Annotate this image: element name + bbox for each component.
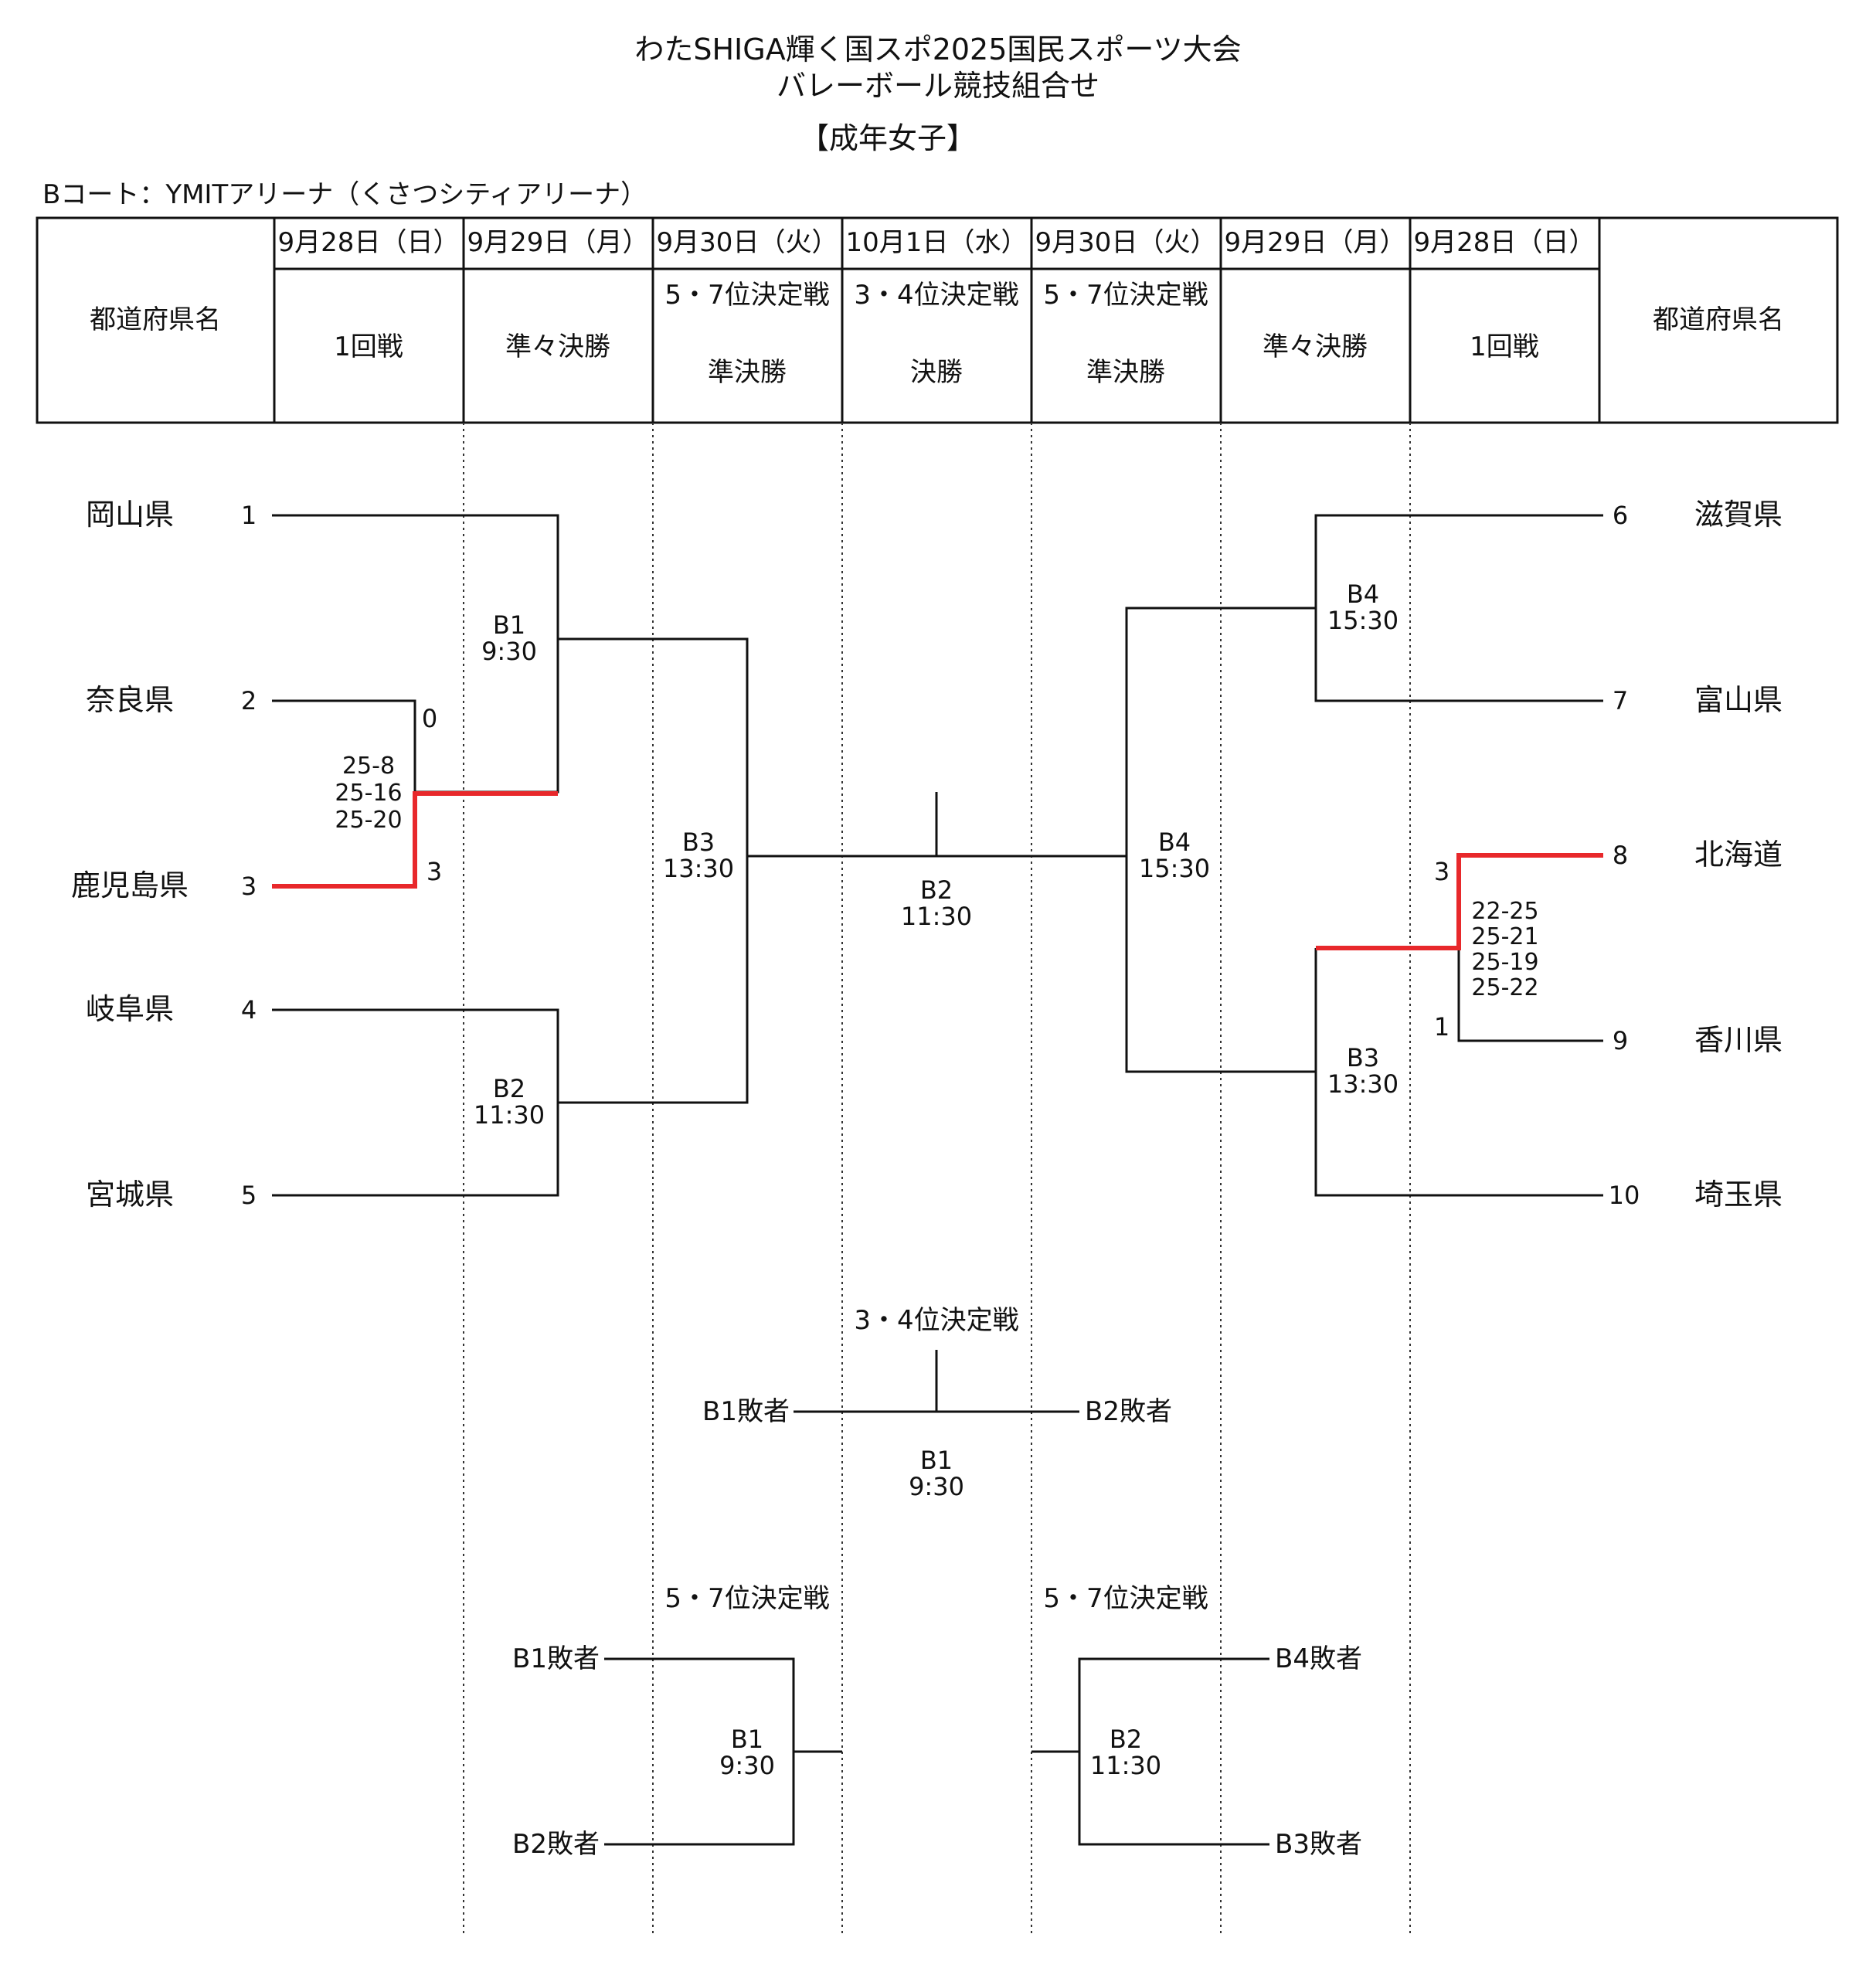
bracket-black-lines (272, 514, 1603, 1846)
left-r1-set-3: 25-20 (335, 807, 403, 834)
team-seed-left-4: 4 (240, 995, 257, 1025)
left-r1-set-1: 25-8 (342, 753, 396, 780)
match-sf-left-time: 13:30 (662, 854, 735, 883)
right-r1-set-3: 25-19 (1471, 949, 1539, 976)
match-qf-left-top-court: B1 (492, 610, 526, 640)
winner-lines (272, 791, 1603, 950)
team-seed-right-7: 7 (1612, 686, 1629, 715)
left-r1-bottom-sets: 3 (426, 857, 443, 886)
match-third-place-court: B1 (919, 1446, 953, 1475)
right-r1-set-2: 25-21 (1471, 923, 1539, 950)
round-col-7: 1回戦 (1470, 331, 1539, 362)
team-name-right-10: 埼玉県 (1694, 1178, 1783, 1212)
team-seed-right-8: 8 (1612, 841, 1629, 870)
round-col-2: 準々決勝 (505, 331, 610, 362)
team-seed-left-2: 2 (240, 686, 257, 715)
match-qf-right-top-court: B4 (1346, 579, 1380, 609)
match-qf-right-bottom-time: 13:30 (1327, 1069, 1399, 1099)
round-col-3b: 準決勝 (708, 357, 787, 388)
place57-left-entrant-bottom: B2敗者 (512, 1829, 600, 1860)
match-qf-left-top-time: 9:30 (481, 637, 537, 666)
team-name-right-9: 香川県 (1694, 1023, 1783, 1057)
category-title: 【成年女子】 (799, 121, 977, 155)
team-name-right-8: 北海道 (1694, 838, 1783, 872)
match-qf-right-top-time: 15:30 (1327, 606, 1399, 635)
match-qf-left-bottom-court: B2 (492, 1074, 526, 1103)
team-name-left-3: 鹿児島県 (70, 868, 189, 902)
date-col-4: 10月1日（水） (845, 227, 1028, 258)
right-r1-set-1: 22-25 (1471, 898, 1539, 925)
date-col-2: 9月29日（月） (467, 227, 649, 258)
match-place57-left-time: 9:30 (719, 1751, 775, 1780)
pref-header-right: 都道府県名 (1653, 304, 1784, 335)
round-col-5a: 5・7位決定戦 (1043, 280, 1208, 311)
round-col-5b: 準決勝 (1086, 357, 1165, 388)
place57-right-entrant-top: B4敗者 (1275, 1643, 1362, 1674)
third-place-left-entrant: B1敗者 (702, 1396, 790, 1427)
date-col-1: 9月28日（日） (277, 227, 460, 258)
place57-left-entrant-top: B1敗者 (512, 1643, 600, 1674)
match-final-time: 11:30 (900, 902, 973, 931)
date-col-3: 9月30日（火） (656, 227, 838, 258)
date-col-6: 9月29日（月） (1224, 227, 1406, 258)
team-seed-right-6: 6 (1612, 501, 1629, 530)
event-title: わたSHIGA輝く国スポ2025国民スポーツ大会 (634, 32, 1242, 66)
match-sf-right-time: 15:30 (1138, 854, 1211, 883)
round-col-6: 準々決勝 (1263, 331, 1368, 362)
header-table-frame (36, 216, 1839, 424)
team-seed-left-1: 1 (240, 501, 257, 530)
court-label: Bコート：YMITアリーナ（くさつシティアリーナ） (42, 179, 647, 210)
team-seed-right-9: 9 (1612, 1026, 1629, 1055)
right-r1-bottom-sets: 1 (1433, 1012, 1450, 1042)
date-col-5: 9月30日（火） (1035, 227, 1217, 258)
place57-right-entrant-bottom: B3敗者 (1275, 1829, 1362, 1860)
match-qf-right-bottom-court: B3 (1346, 1043, 1380, 1072)
place57-left-title: 5・7位決定戦 (664, 1583, 830, 1614)
left-r1-top-sets: 0 (421, 704, 438, 733)
round-col-4a: 3・4位決定戦 (854, 280, 1019, 311)
right-r1-top-sets: 3 (1433, 857, 1450, 886)
team-name-left-4: 岐阜県 (85, 992, 175, 1026)
third-place-title: 3・4位決定戦 (854, 1305, 1019, 1336)
round-col-1: 1回戦 (334, 331, 403, 362)
date-col-7: 9月28日（日） (1413, 227, 1596, 258)
match-third-place-time: 9:30 (909, 1472, 964, 1501)
team-name-right-6: 滋賀県 (1694, 498, 1783, 532)
team-seed-left-5: 5 (240, 1181, 257, 1210)
team-seed-left-3: 3 (240, 872, 257, 901)
round-col-4b: 決勝 (910, 357, 963, 388)
team-seed-right-10: 10 (1608, 1181, 1640, 1210)
match-sf-right-court: B4 (1157, 828, 1191, 857)
match-place57-right-court: B2 (1109, 1725, 1143, 1754)
round-separators (463, 423, 1411, 1936)
pref-header-left: 都道府県名 (90, 304, 221, 335)
right-r1-set-4: 25-22 (1471, 974, 1539, 1001)
event-subtitle: バレーボール競技組合せ (776, 69, 1100, 103)
place57-right-title: 5・7位決定戦 (1043, 1583, 1208, 1614)
team-name-left-2: 奈良県 (85, 683, 175, 717)
team-name-left-5: 宮城県 (85, 1178, 175, 1212)
round-col-3a: 5・7位決定戦 (664, 280, 830, 311)
team-name-left-1: 岡山県 (85, 498, 175, 532)
match-place57-left-court: B1 (730, 1725, 764, 1754)
third-place-right-entrant: B2敗者 (1085, 1396, 1172, 1427)
match-place57-right-time: 11:30 (1089, 1751, 1162, 1780)
match-final-court: B2 (919, 875, 953, 905)
match-qf-left-bottom-time: 11:30 (473, 1100, 545, 1130)
left-r1-set-2: 25-16 (335, 780, 403, 807)
team-name-right-7: 富山県 (1694, 683, 1783, 717)
match-sf-left-court: B3 (681, 828, 715, 857)
